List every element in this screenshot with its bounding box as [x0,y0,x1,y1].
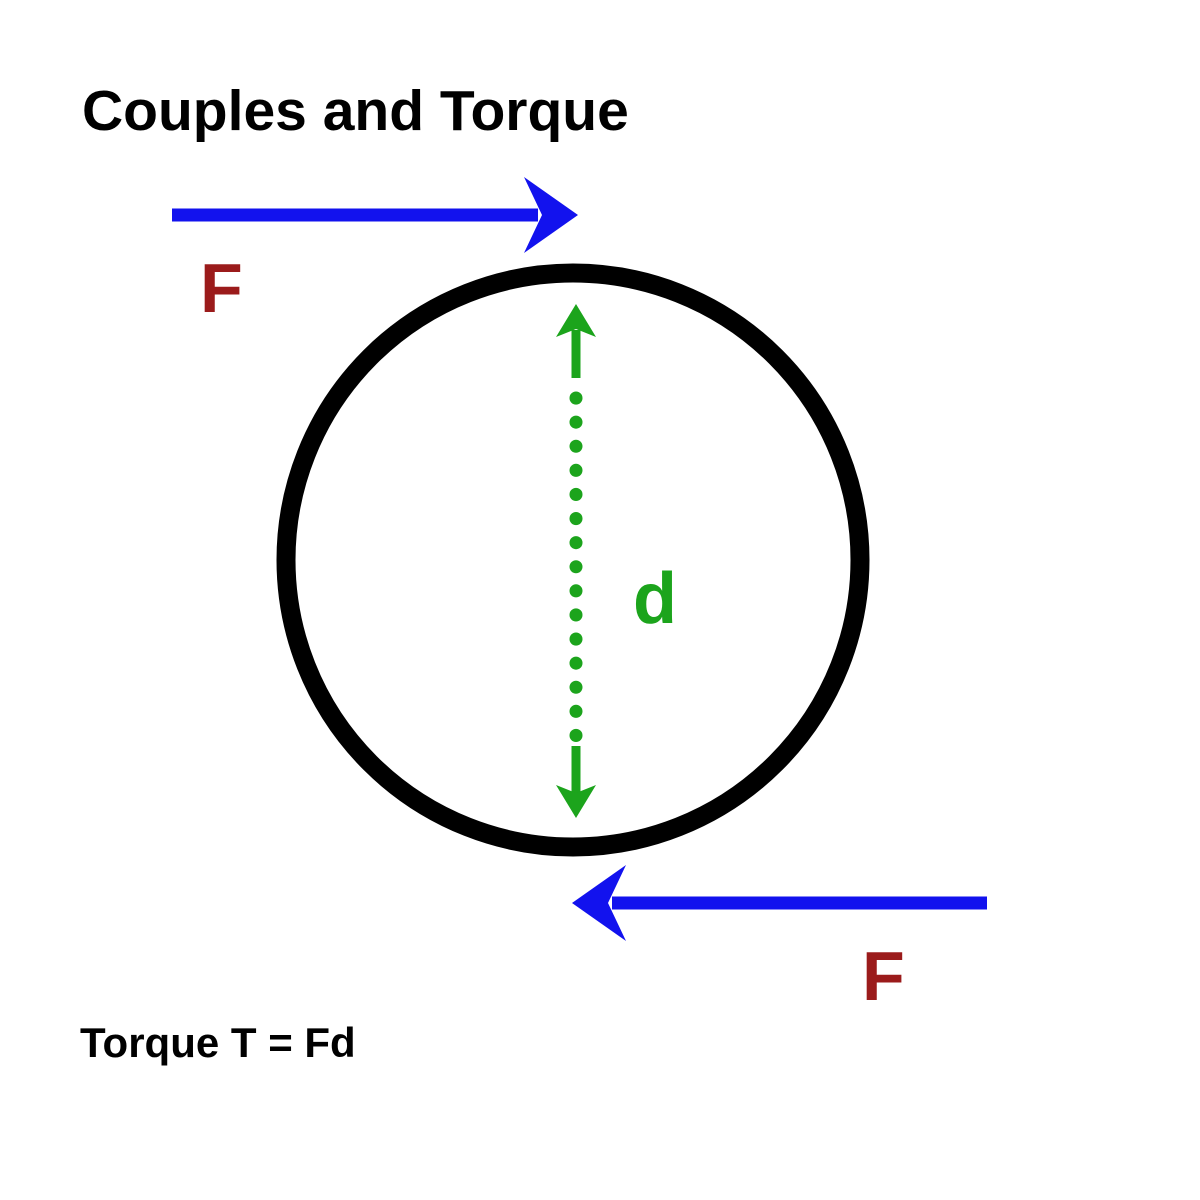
force-label-bottom: F [862,937,905,1015]
distance-label: d [633,559,677,639]
circle-wheel [276,263,870,857]
torque-formula: Torque T = Fd [80,1019,356,1066]
diameter-dimension-line [556,304,596,818]
diameter-arrowhead-down-icon [556,785,596,818]
force-label-top: F [200,249,243,327]
bottom-force-arrow-icon [572,865,987,941]
top-force-arrowhead-icon [524,177,578,253]
top-force-arrow-icon [172,177,578,253]
diameter-arrowhead-up-icon [556,304,596,337]
page-title: Couples and Torque [82,79,629,143]
bottom-force-arrowhead-icon [572,865,626,941]
